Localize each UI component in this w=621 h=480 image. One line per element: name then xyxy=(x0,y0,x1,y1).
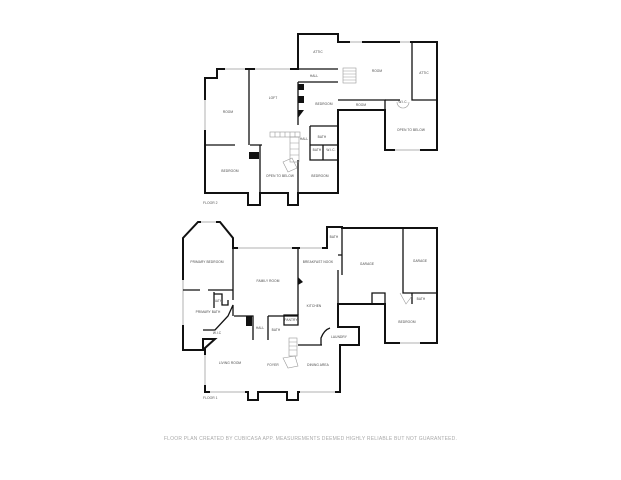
room-label: BREAKFAST NOOK xyxy=(303,260,334,264)
room-label: ATTIC xyxy=(313,50,323,54)
room-label: BATH xyxy=(214,299,223,303)
room-label: LAUNDRY xyxy=(331,335,348,339)
room-label: BEDROOM xyxy=(221,169,238,173)
room-label: OPEN TO BELOW xyxy=(266,174,294,178)
room-label: LOFT xyxy=(269,96,278,100)
room-label: BEDROOM xyxy=(398,320,415,324)
room-label: KITCHEN xyxy=(307,304,322,308)
floor-1-outer-wall xyxy=(182,221,438,401)
room-label: OPEN TO BELOW xyxy=(397,128,425,132)
room-label: GARAGE xyxy=(360,262,374,266)
room-label: DINING AREA xyxy=(307,363,329,367)
room-label: FOYER xyxy=(267,363,279,367)
floor-2-plan: ATTIC HALL ROOM ATTIC BEDROOM ROOM W.I.C… xyxy=(203,33,438,206)
room-label: ATTIC xyxy=(419,71,429,75)
room-label: FAMILY ROOM xyxy=(257,279,280,283)
floor-2-outer-wall xyxy=(204,33,438,206)
chimney-block xyxy=(249,152,259,159)
room-label: HALL xyxy=(256,326,265,330)
chimney-block xyxy=(298,84,304,90)
room-label: LIVING ROOM xyxy=(219,361,242,365)
room-label: PRIMARY BATH xyxy=(196,310,221,314)
room-label: W.I.C. xyxy=(326,148,335,152)
floor-label: FLOOR 2 xyxy=(203,201,218,205)
room-label: ROOM xyxy=(372,69,383,73)
room-label: ROOM xyxy=(356,103,367,107)
chimney-block xyxy=(298,96,304,103)
room-label: PRIMARY BEDROOM xyxy=(190,260,224,264)
room-label: HALL xyxy=(310,74,319,78)
room-label: BATH xyxy=(330,235,339,239)
staircase-icon xyxy=(282,292,413,369)
stair-curve-icon xyxy=(396,101,410,109)
room-label: W.I.C xyxy=(213,331,222,335)
disclaimer-footer: FLOOR PLAN CREATED BY CUBICASA APP. MEAS… xyxy=(163,436,458,442)
floor-label: FLOOR 1 xyxy=(203,396,218,400)
floor-2-interior-walls xyxy=(205,42,437,193)
room-label: GARAGE xyxy=(413,259,427,263)
room-label: PANTRY xyxy=(284,318,298,322)
room-label: BATH xyxy=(313,148,322,152)
floor-1-plan: PRIMARY BEDROOM FAMILY ROOM BREAKFAST NO… xyxy=(182,221,438,401)
chimney-block xyxy=(298,110,304,118)
room-label: BATH xyxy=(272,328,281,332)
room-label: BEDROOM xyxy=(311,174,328,178)
room-label: ROOM xyxy=(223,110,234,114)
fireplace-block xyxy=(298,277,303,285)
room-label: BEDROOM xyxy=(315,102,332,106)
room-label: BATH xyxy=(417,297,426,301)
room-label: HALL xyxy=(300,137,309,141)
staircase-icon xyxy=(269,67,357,173)
chimney-block xyxy=(246,316,252,326)
room-label: W.I.C. xyxy=(398,100,407,104)
floor-1-interior-walls xyxy=(183,228,437,346)
room-label: BATH xyxy=(318,135,327,139)
